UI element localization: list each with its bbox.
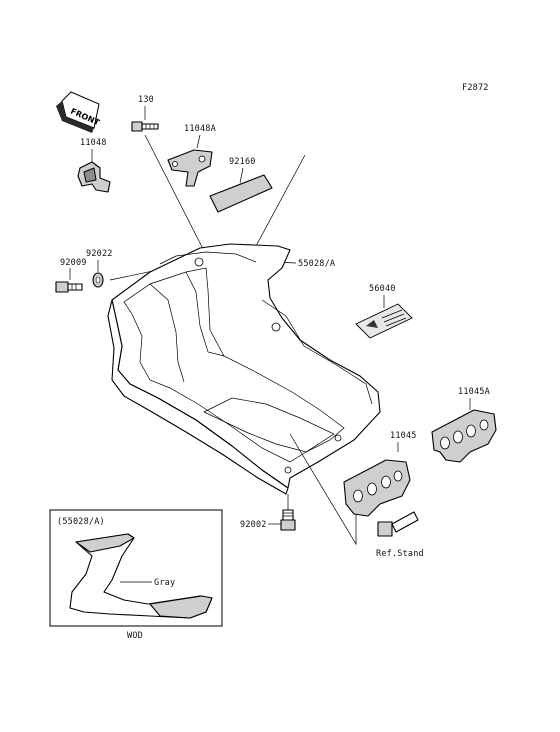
leader-92160 — [239, 167, 244, 184]
part-label-92009: 92009 — [60, 258, 87, 268]
leader-11048A — [196, 134, 201, 149]
front-direction-arrow: FRONT — [56, 91, 101, 133]
bracket-11045-icon — [343, 459, 411, 517]
inset-caption: WOD — [127, 631, 143, 641]
warning-label-56040-icon — [355, 303, 413, 339]
decal-92160-icon — [209, 174, 273, 213]
bolt-130-icon — [131, 121, 159, 132]
stand-bolt-icon — [377, 511, 419, 537]
bracket-11045A-icon — [431, 409, 497, 463]
part-label-56040: 56040 — [369, 284, 396, 294]
part-label-11048: 11048 — [80, 138, 107, 148]
figure-code: F2872 — [462, 83, 489, 93]
part-label-92022: 92022 — [86, 249, 113, 259]
part-label-11045A: 11045A — [458, 387, 490, 397]
part-label-ref-stand: Ref.Stand — [376, 549, 424, 559]
part-label-55028A: 55028/A — [298, 259, 335, 269]
color-variant-inset: (55028/A) Gray — [49, 509, 223, 627]
screw-92009-icon — [55, 281, 83, 293]
inset-title: (55028/A) — [57, 517, 105, 527]
bracket-11048A-icon — [167, 149, 213, 187]
part-label-130: 130 — [138, 95, 154, 105]
inset-color-label: Gray — [154, 578, 175, 588]
part-label-92002: 92002 — [240, 520, 267, 530]
bolt-92002-icon — [280, 509, 296, 531]
lower-cowl-55028A — [107, 243, 381, 495]
part-label-11045: 11045 — [390, 431, 417, 441]
part-label-11048A: 11048A — [184, 124, 216, 134]
clip-11048-icon — [77, 161, 111, 193]
part-label-92160: 92160 — [229, 157, 256, 167]
